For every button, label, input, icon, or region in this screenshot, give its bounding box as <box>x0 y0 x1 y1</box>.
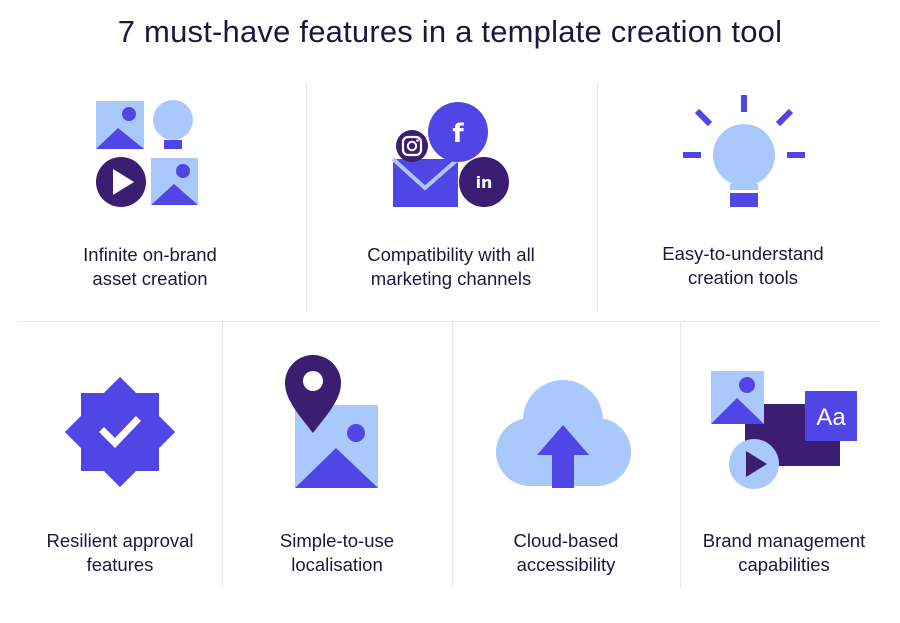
play-icon <box>746 451 767 477</box>
feature-label: Simple-to-use localisation <box>279 530 395 575</box>
feature-label: Resilient approval features <box>46 530 194 575</box>
map-pin-icon <box>285 355 341 433</box>
divider <box>680 322 681 587</box>
feature-label: Brand management capabilities <box>702 530 866 575</box>
check-icon <box>99 416 141 449</box>
upload-arrow-icon <box>537 425 589 488</box>
divider <box>18 321 880 322</box>
feature-label: Easy-to-understand creation tools <box>662 243 824 288</box>
feature-label: Compatibility with all marketing channel… <box>367 244 535 289</box>
divider <box>306 82 307 312</box>
feature-label: Cloud-based accessibility <box>513 530 619 575</box>
page-title: 7 must-have features in a template creat… <box>117 14 783 49</box>
divider <box>452 322 453 587</box>
typography-icon: Aa <box>816 404 846 431</box>
linkedin-icon: in <box>476 173 493 192</box>
instagram-icon <box>401 135 423 157</box>
divider <box>597 82 598 312</box>
divider <box>222 322 223 587</box>
facebook-icon: f <box>452 119 464 149</box>
feature-label: Infinite on-brand asset creation <box>83 244 217 289</box>
